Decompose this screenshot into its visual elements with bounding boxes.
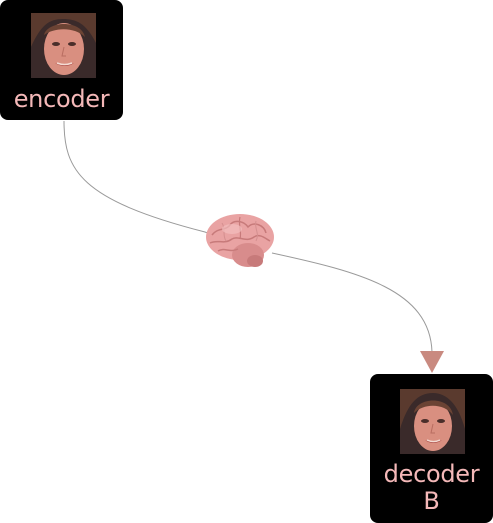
brain-icon bbox=[206, 214, 274, 267]
face-image bbox=[31, 13, 96, 78]
face-image bbox=[400, 389, 465, 454]
encoder-node[interactable]: encoder bbox=[0, 0, 123, 120]
encoder-label: encoder bbox=[13, 85, 110, 113]
decoder-label-line-1: decoder bbox=[383, 460, 480, 488]
decoder-label: decoder B bbox=[370, 461, 493, 515]
decoder-label-line-2: B bbox=[423, 487, 440, 515]
edge-line bbox=[63, 120, 433, 353]
decoder-b-node[interactable]: decoder B bbox=[370, 374, 493, 523]
arrowhead-icon bbox=[420, 351, 444, 373]
